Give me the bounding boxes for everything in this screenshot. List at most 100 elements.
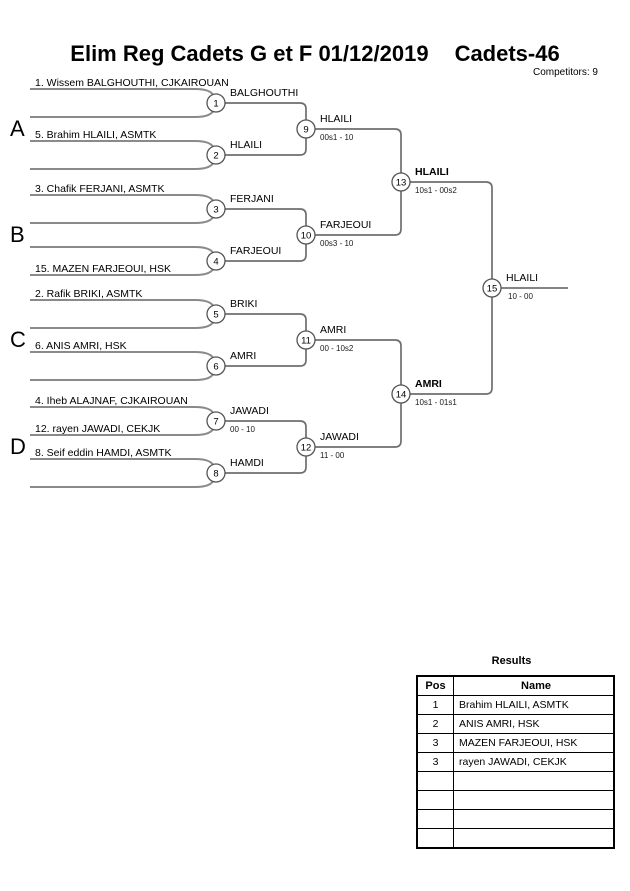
- results-header-pos: Pos: [416, 675, 454, 696]
- match-7-connector: [225, 420, 307, 438]
- match-7-number: 7: [213, 417, 218, 428]
- bracket-diagram: A B C D: [10, 77, 568, 488]
- results-title: Results: [491, 655, 532, 667]
- seed-label-8: 8. Seif eddin HAMDI, ASMTK: [35, 447, 172, 459]
- match-7-node: [206, 411, 226, 431]
- results-row: [416, 790, 615, 810]
- match-13-number: 13: [396, 178, 407, 189]
- match-8-entry-bottom: [30, 478, 215, 488]
- match-11-node: [296, 330, 316, 350]
- match-2-entry-top: [30, 140, 215, 150]
- match-13-connector: [410, 181, 493, 279]
- match-4-winner: FARJEOUI: [230, 245, 281, 257]
- group-label-c: C: [10, 327, 26, 352]
- match-12-node: [296, 437, 316, 457]
- results-row: [416, 809, 615, 829]
- pos-cell: 2: [416, 714, 454, 734]
- match-2-connector: [225, 138, 307, 156]
- match-15-node: [482, 278, 502, 298]
- seed-label-2: 2. Rafik BRIKI, ASMTK: [35, 288, 142, 300]
- match-14-connector: [410, 297, 493, 395]
- match-4-node: [206, 251, 226, 271]
- match-1-number: 1: [213, 99, 218, 110]
- results-row: 2 ANIS AMRI, HSK: [416, 714, 615, 734]
- match-10-score: 00s3 - 10: [320, 239, 354, 248]
- match-9-winner: HLAILI: [320, 113, 352, 125]
- name-cell: MAZEN FARJEOUI, HSK: [453, 733, 615, 753]
- match-12-score: 11 - 00: [320, 451, 345, 460]
- match-1-entry-bottom: [30, 108, 215, 118]
- match-3-winner: FERJANI: [230, 193, 274, 205]
- seed-label-4: 4. Iheb ALAJNAF, CJKAIROUAN: [35, 395, 188, 407]
- name-cell: [453, 790, 615, 810]
- category-label: Cadets-46: [454, 41, 560, 66]
- results-row: 3 MAZEN FARJEOUI, HSK: [416, 733, 615, 753]
- match-3-connector: [225, 208, 307, 226]
- match-1-winner: BALGHOUTHI: [230, 87, 298, 99]
- seed-label-6: 6. ANIS AMRI, HSK: [35, 340, 127, 352]
- match-13-score: 10s1 - 00s2: [415, 186, 457, 195]
- pos-cell: [416, 771, 454, 791]
- seed-label-3: 3. Chafik FERJANI, ASMTK: [35, 183, 165, 195]
- match-8-connector: [225, 456, 307, 474]
- match-11-winner: AMRI: [320, 324, 346, 336]
- name-cell: [453, 771, 615, 791]
- match-4-connector: [225, 244, 307, 262]
- match-14-winner: AMRI: [415, 378, 442, 390]
- match-3-entry-bottom: [30, 214, 215, 224]
- match-15-score: 10 - 00: [508, 292, 533, 301]
- match-1-entry-top: [30, 88, 215, 98]
- match-12-winner: JAWADI: [320, 431, 359, 443]
- match-10-connector: [315, 191, 402, 236]
- match-1-connector: [225, 102, 307, 120]
- page-title: Elim Reg Cadets G et F 01/12/2019 Cadets-…: [0, 41, 630, 67]
- match-8-entry-top: [30, 458, 215, 468]
- match-5-entry-top: [30, 299, 215, 309]
- match-9-score: 00s1 - 10: [320, 133, 354, 142]
- pos-cell: 3: [416, 752, 454, 772]
- name-cell: [453, 809, 615, 829]
- match-6-winner: AMRI: [230, 350, 256, 362]
- match-2-entry-bottom: [30, 160, 215, 170]
- match-10-number: 10: [301, 231, 312, 242]
- competitors-count: Competitors: 9: [532, 67, 598, 78]
- results-row: 3 rayen JAWADI, CEKJK: [416, 752, 615, 772]
- match-3-number: 3: [213, 205, 218, 216]
- pos-cell: 1: [416, 695, 454, 715]
- match-6-entry-top: [30, 351, 215, 361]
- match-13-winner: HLAILI: [415, 166, 449, 178]
- name-cell: Brahim HLAILI, ASMTK: [453, 695, 615, 715]
- match-8-winner: HAMDI: [230, 457, 264, 469]
- tournament-title: Elim Reg Cadets G et F 01/12/2019: [70, 41, 429, 66]
- match-15-winner: HLAILI: [506, 272, 538, 284]
- match-7-winner: JAWADI: [230, 405, 269, 417]
- match-12-connector: [315, 403, 402, 448]
- match-14-node: [391, 384, 411, 404]
- match-11-number: 11: [301, 336, 311, 347]
- match-2-number: 2: [213, 151, 218, 162]
- match-2-node: [206, 145, 226, 165]
- name-cell: ANIS AMRI, HSK: [453, 714, 615, 734]
- name-cell: [453, 828, 615, 849]
- group-label-a: A: [10, 116, 25, 141]
- match-9-connector: [315, 128, 402, 173]
- match-7-score: 00 - 10: [230, 425, 255, 434]
- match-3-node: [206, 199, 226, 219]
- match-1-node: [206, 93, 226, 113]
- seed-label-5: 5. Brahim HLAILI, ASMTK: [35, 129, 156, 141]
- match-11-connector: [315, 339, 402, 385]
- results-row: 1 Brahim HLAILI, ASMTK: [416, 695, 615, 715]
- match-5-entry-bottom: [30, 319, 215, 329]
- seed-label-12: 12. rayen JAWADI, CEKJK: [35, 423, 160, 435]
- match-13-node: [391, 172, 411, 192]
- match-5-connector: [225, 313, 307, 331]
- pos-cell: [416, 828, 454, 849]
- results-header-name: Name: [453, 675, 615, 696]
- name-cell: rayen JAWADI, CEKJK: [453, 752, 615, 772]
- match-12-number: 12: [301, 443, 312, 454]
- results-row: [416, 771, 615, 791]
- pos-cell: 3: [416, 733, 454, 753]
- match-3-entry-top: [30, 194, 215, 204]
- match-6-connector: [225, 349, 307, 367]
